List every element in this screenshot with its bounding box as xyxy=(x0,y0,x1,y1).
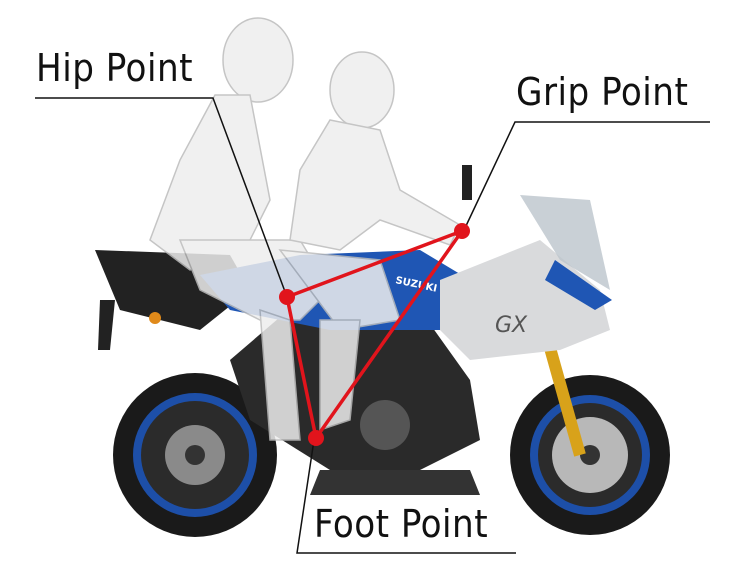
grip-point-marker xyxy=(454,223,470,239)
rider-triangle xyxy=(279,223,470,446)
grip-point-label: Grip Point xyxy=(516,70,689,114)
model-logo: GX xyxy=(495,313,528,338)
rear-wheel xyxy=(113,373,277,537)
exhaust xyxy=(310,470,480,495)
hip-point-label: Hip Point xyxy=(36,46,194,90)
mirror xyxy=(462,165,472,200)
license-holder xyxy=(98,300,115,350)
hip-point-marker xyxy=(279,289,295,305)
foot-point-marker xyxy=(308,430,324,446)
hip-leader-line xyxy=(35,97,288,298)
foot-leader-line xyxy=(296,439,516,554)
fairing-accent xyxy=(545,260,612,310)
foot-point-label: Foot Point xyxy=(314,502,489,546)
grip-leader-line xyxy=(464,121,710,229)
leader-lines xyxy=(35,97,710,554)
front-wheel xyxy=(510,375,670,535)
engine-cover xyxy=(360,400,410,450)
turn-signal xyxy=(149,312,161,324)
windscreen xyxy=(520,195,610,290)
